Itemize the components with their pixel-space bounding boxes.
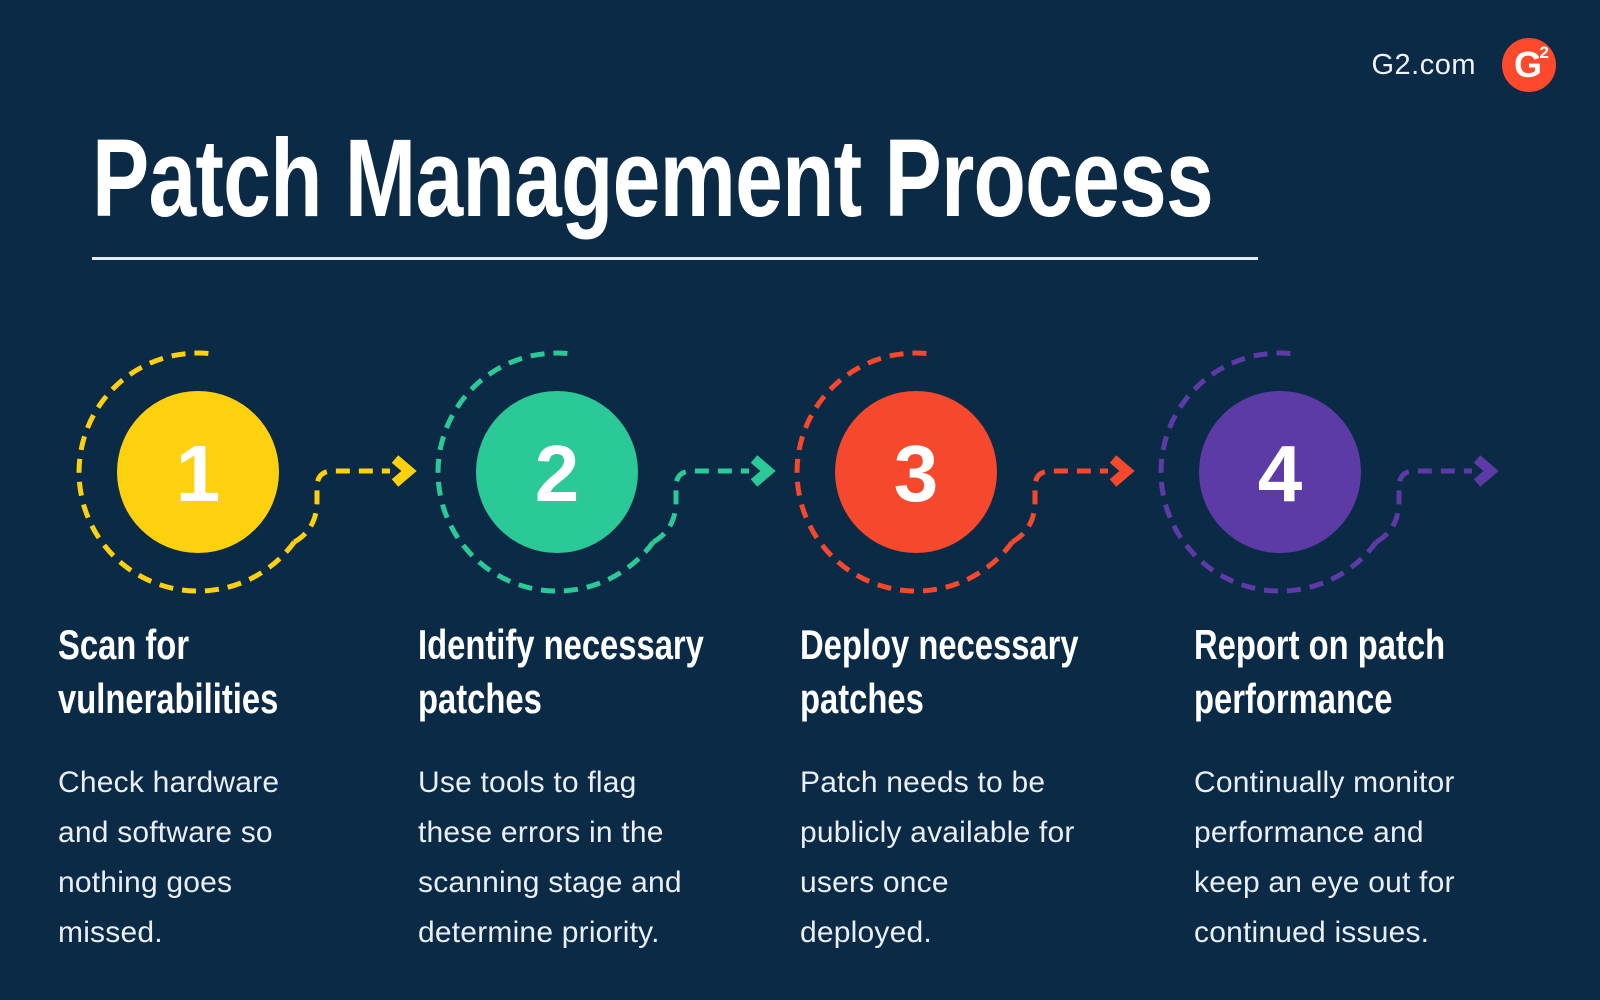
title-divider [92,257,1258,260]
step-2-number: 2 [535,429,580,518]
step-3-arrowhead-icon [1109,455,1135,487]
step-3-dashed-ring [794,350,1015,594]
step-3-connector [1010,468,1108,545]
step-1-description: Check hardware and software so nothing g… [58,766,280,949]
brand-bar: G2.com G 2 [1371,38,1556,92]
step-1-circle [117,391,279,553]
step-2-dashed-ring [435,350,656,594]
step-4-arrowhead-icon [1473,455,1499,487]
step-2-arrowhead-icon [750,455,776,487]
g2-logo-superscript: 2 [1539,43,1549,62]
step-3-heading: Deploy necessary patches [800,621,1079,722]
step-4-heading: Report on patch performance [1194,621,1446,722]
page-title: Patch Management Process [92,117,1214,240]
step-4-dashed-ring [1158,350,1379,594]
step-1-number: 1 [176,429,221,518]
step-2-connector [651,468,749,545]
step-1-arrowhead-icon [391,455,417,487]
step-3-number: 3 [894,429,939,518]
step-3-circle [835,391,997,553]
step-4-description: Continually monitor performance and keep… [1194,766,1455,949]
step-1-heading: Scan for vulnerabilities [58,621,279,722]
site-label: G2.com [1371,48,1476,81]
step-1-dashed-ring [76,350,297,594]
step-4-graphic: 4 [1158,350,1499,594]
step-4-number: 4 [1258,429,1303,518]
step-2-graphic: 2 [435,350,776,594]
step-1-connector [292,468,390,545]
step-4-connector [1374,468,1472,545]
step-1-graphic: 1 [76,350,417,594]
step-3-description: Patch needs to be publicly available for… [800,766,1075,949]
step-2-circle [476,391,638,553]
step-2-description: Use tools to flag these errors in the sc… [418,766,682,949]
step-2-heading: Identify necessary patches [418,621,704,722]
step-4-circle [1199,391,1361,553]
g2-logo-icon: G 2 [1502,38,1556,92]
step-3-graphic: 3 [794,350,1135,594]
g2-logo-letter: G [1513,44,1542,85]
